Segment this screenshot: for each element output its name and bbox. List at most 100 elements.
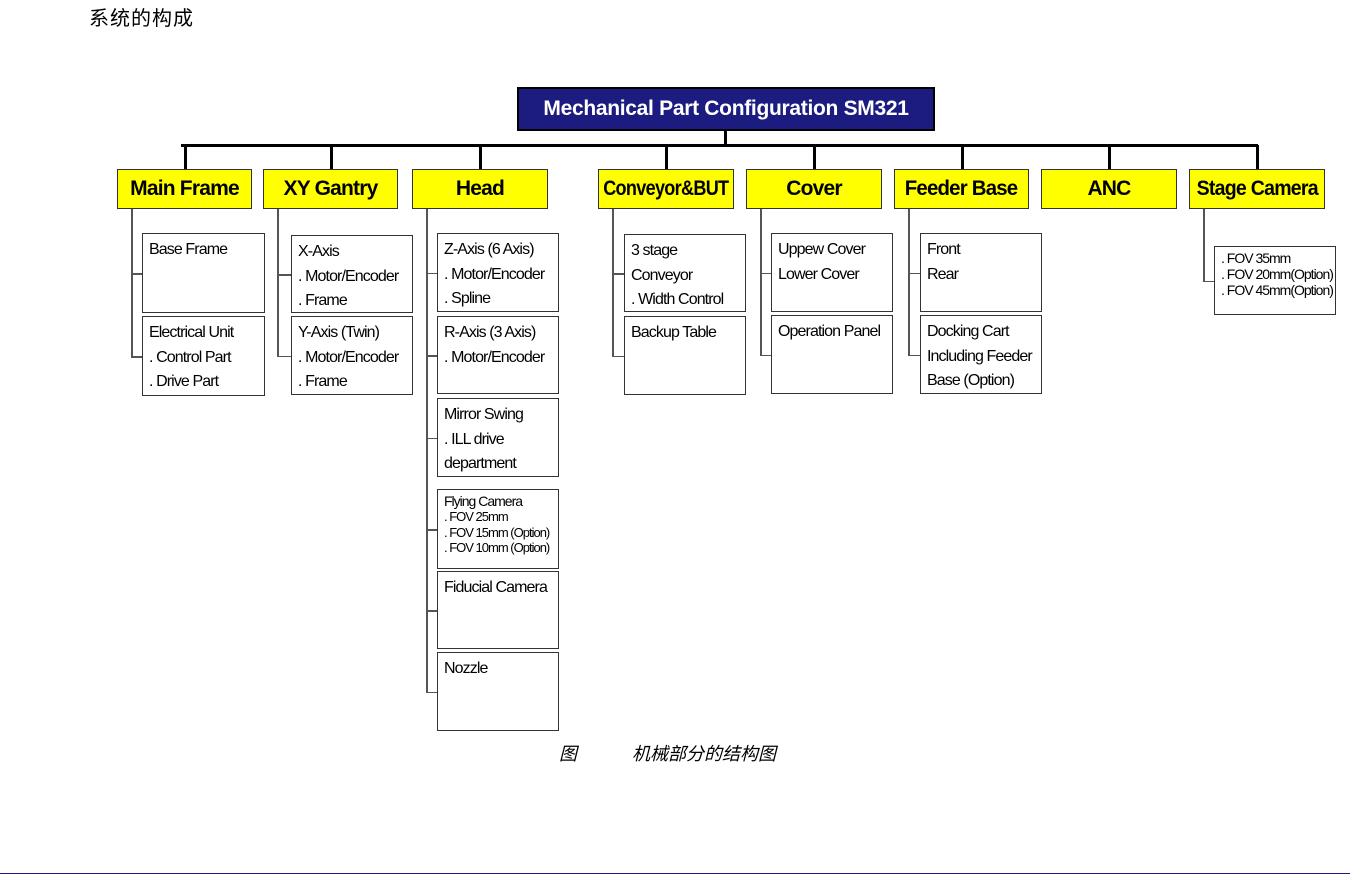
child-node-line: Nozzle — [444, 660, 488, 677]
child-node-line: Flying Camera — [444, 493, 523, 509]
category-xy-gantry: XY Gantry — [263, 169, 398, 209]
child-node-line: 3 stage — [631, 242, 678, 259]
child-branch-line — [1203, 280, 1214, 282]
category-conveyor-but: Conveyor&BUT — [598, 169, 734, 209]
child-node-line: . FOV 10mm (Option) — [444, 540, 550, 555]
child-node-line: department — [444, 455, 517, 472]
category-label: Head — [455, 177, 505, 200]
child-node-line: . Motor/Encoder — [298, 267, 399, 285]
category-feeder-base: Feeder Base — [894, 169, 1029, 209]
child-node-line: . Drive Part — [149, 373, 219, 390]
child-node-line: . FOV 35mm — [1221, 250, 1291, 266]
root-node: Mechanical Part Configuration SM321 — [517, 87, 935, 131]
child-node-line: Operation Panel — [778, 323, 881, 340]
child-node-line: . Motor/Encoder — [298, 348, 399, 366]
child-node: Base Frame — [142, 233, 265, 313]
top-connector — [181, 144, 1258, 147]
category-drop-line — [665, 145, 668, 170]
child-trunk-line — [277, 209, 279, 356]
child-node-line: Base Frame — [149, 241, 228, 258]
child-node: X-Axis . Motor/Encoder . Frame — [291, 235, 413, 313]
child-node-line: Backup Table — [631, 324, 717, 341]
child-node: Nozzle — [437, 652, 559, 731]
child-node-line: Mirror Swing — [444, 406, 524, 423]
child-node: Electrical Unit. Control Part. Drive Par… — [142, 316, 265, 396]
child-node-line: Docking Cart — [927, 323, 1010, 340]
category-label: Main Frame — [130, 177, 240, 200]
category-label: Feeder Base — [905, 177, 1018, 200]
child-node-line: . Spline — [444, 290, 491, 307]
child-branch-line — [426, 437, 437, 439]
child-branch-line — [612, 273, 624, 275]
category-main-frame: Main Frame — [117, 169, 252, 209]
category-cover: Cover — [746, 169, 882, 209]
child-branch-line — [426, 272, 437, 274]
category-head: Head — [412, 169, 548, 209]
child-node-line: Z-Axis (6 Axis) — [444, 241, 535, 258]
category-drop-line — [1256, 145, 1259, 170]
child-node-line: Y-Axis (Twin) — [298, 324, 380, 341]
child-node-line: . FOV 45mm(Option) — [1221, 282, 1334, 298]
category-label: ANC — [1087, 177, 1131, 200]
category-label: Conveyor&BUT — [603, 177, 729, 200]
child-branch-line — [426, 610, 437, 612]
child-node-line: . Frame — [298, 292, 348, 309]
caption-text: 机械部分的结构图 — [632, 744, 776, 765]
category-label: Cover — [786, 177, 842, 200]
category-drop-line — [813, 145, 816, 170]
child-node-line: Lower Cover — [778, 265, 860, 283]
child-node: . FOV 35mm. FOV 20mm(Option). FOV 45mm(O… — [1214, 246, 1336, 315]
root-stem — [724, 131, 727, 145]
child-branch-line — [426, 355, 437, 357]
child-trunk-line — [426, 209, 428, 692]
child-trunk-line — [908, 209, 910, 355]
child-node-line: Fiducial Camera — [444, 579, 548, 596]
child-node-line: Including Feeder — [927, 347, 1033, 365]
child-node: Z-Axis (6 Axis). Motor/Encoder. Spline — [437, 233, 559, 312]
category-drop-line — [1108, 145, 1111, 170]
child-branch-line — [426, 529, 437, 531]
child-trunk-line — [131, 209, 133, 356]
child-node: Fiducial Camera — [437, 571, 559, 649]
child-branch-line — [131, 356, 142, 358]
child-node-line: . Motor/Encoder — [444, 348, 545, 366]
child-node: Flying Camera. FOV 25mm. FOV 15mm (Optio… — [437, 489, 559, 569]
child-branch-line — [760, 272, 771, 274]
bottom-rule — [0, 873, 1350, 874]
child-node-line: . Frame — [298, 373, 348, 390]
child-branch-line — [426, 691, 437, 693]
child-trunk-line — [760, 209, 762, 355]
child-branch-line — [760, 354, 771, 356]
child-branch-line — [277, 274, 291, 276]
category-label: Stage Camera — [1196, 177, 1318, 200]
category-stage-camera: Stage Camera — [1189, 169, 1325, 209]
section-heading: 系统的构成 — [89, 6, 194, 30]
child-node-line: Electrical Unit — [149, 324, 234, 341]
child-trunk-line — [612, 209, 614, 356]
child-node-line: R-Axis (3 Axis) — [444, 324, 536, 341]
child-node-line: X-Axis — [298, 243, 340, 260]
category-drop-line — [479, 145, 482, 170]
child-node-line: Base (Option) — [927, 372, 1015, 389]
child-node: Operation Panel — [771, 315, 893, 394]
child-node-line: . Width Control — [631, 291, 724, 308]
child-node-line: Uppew Cover — [778, 241, 866, 258]
child-node-line: Front — [927, 241, 961, 258]
child-node-line: Rear — [927, 265, 959, 283]
caption-figure: 图 — [559, 744, 577, 765]
child-node: Y-Axis (Twin) . Motor/Encoder . Frame — [291, 316, 413, 395]
child-branch-line — [612, 355, 624, 357]
child-node-line: . FOV 25mm — [444, 509, 509, 524]
child-node: Backup Table — [624, 316, 746, 395]
category-drop-line — [329, 145, 333, 170]
child-trunk-line — [1203, 209, 1205, 281]
category-anc: ANC — [1041, 169, 1177, 209]
child-node: R-Axis (3 Axis) . Motor/Encoder — [437, 316, 559, 394]
child-node-line: . FOV 20mm(Option) — [1221, 266, 1334, 282]
child-branch-line — [908, 272, 920, 274]
child-node-line: Conveyor — [631, 266, 693, 284]
child-node-line: . FOV 15mm (Option) — [444, 524, 550, 540]
